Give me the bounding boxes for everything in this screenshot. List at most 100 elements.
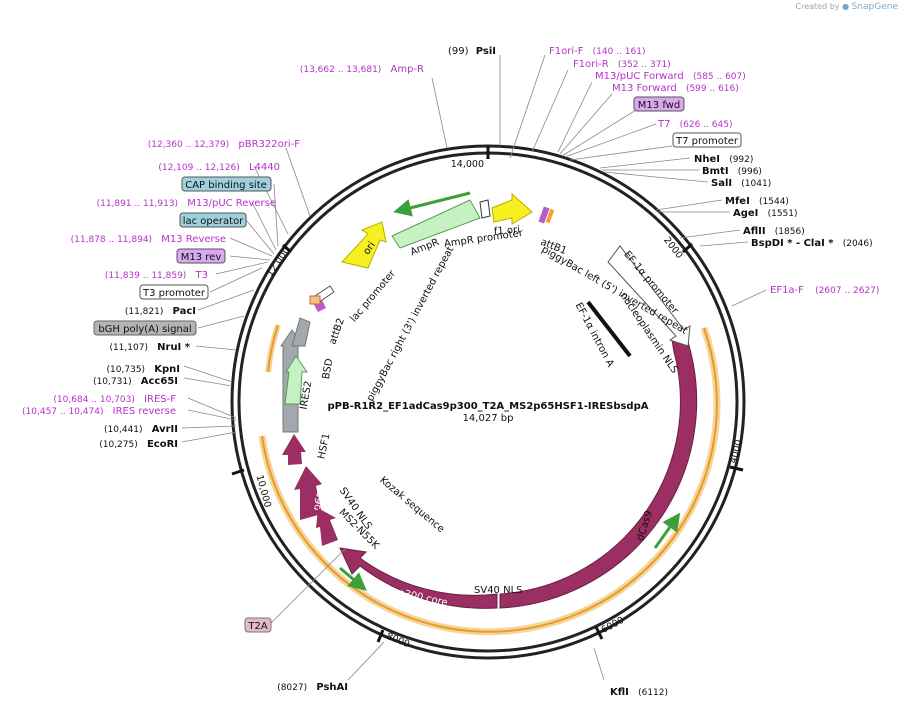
ampr-feature bbox=[391, 199, 481, 249]
primer-f1ori-r: F1ori-R (352 .. 371) bbox=[573, 59, 671, 70]
primer-range: (140 .. 161) bbox=[593, 47, 646, 57]
site-pre: (11,821) bbox=[125, 307, 164, 317]
orange-arc-bgh-line bbox=[267, 324, 279, 373]
primer-name: IRES reverse bbox=[113, 406, 176, 417]
primer-name: EF1a-F bbox=[770, 285, 804, 296]
site-pre: (99) bbox=[448, 46, 469, 57]
box-t3-promoter: T3 promoter bbox=[139, 284, 209, 300]
box-t7-promoter: T7 promoter bbox=[672, 132, 742, 148]
site-post: (1551) bbox=[768, 209, 798, 219]
ires2-label: IRES2 bbox=[299, 380, 315, 410]
bsd-label: BSD bbox=[321, 358, 335, 381]
plasmid-name: pPB-R1R2_EF1adCas9p300_T2A_MS2p65HSF1-IR… bbox=[328, 401, 649, 412]
box-m13-fwd: M13 fwd bbox=[633, 96, 685, 112]
piggybac-left-feature bbox=[545, 208, 555, 224]
orange-arc-right-line bbox=[429, 327, 718, 633]
box-m13-rev: M13 rev bbox=[176, 248, 226, 264]
primer-range: (11,878 .. 11,894) bbox=[71, 235, 152, 245]
watermark-prefix: Created by bbox=[795, 2, 840, 11]
primer-range: (2607 .. 2627) bbox=[815, 286, 879, 296]
primer-range: (10,457 .. 10,474) bbox=[22, 407, 103, 417]
primer-range: (13,662 .. 13,681) bbox=[300, 65, 381, 75]
site-ecori: (10,275) EcoRI bbox=[99, 439, 178, 450]
snapgene-watermark: Created by ● SnapGene bbox=[796, 2, 899, 12]
plasmid-length: 14,027 bp bbox=[463, 413, 514, 424]
ef1a-promoter-feature bbox=[607, 245, 691, 347]
primer-m13puc-reverse: (11,891 .. 11,913) M13/pUC Reverse bbox=[97, 198, 276, 209]
tick-label: 14,000 bbox=[451, 159, 484, 170]
primer-name: pBR322ori-F bbox=[238, 139, 300, 150]
primer-amp-r: (13,662 .. 13,681) Amp-R bbox=[300, 64, 424, 75]
site-paci: (11,821) PacI bbox=[125, 306, 196, 317]
direction-arrow-top bbox=[393, 191, 471, 217]
bsd-feature bbox=[284, 355, 308, 405]
primer-name: L4440 bbox=[249, 162, 280, 173]
bgh-small-feature bbox=[309, 295, 321, 305]
box-label: T2A bbox=[247, 621, 267, 632]
sv40-nls-label-1: SV40 NLS bbox=[474, 585, 523, 596]
primer-range: (585 .. 607) bbox=[693, 72, 746, 82]
box-label: T7 promoter bbox=[675, 136, 739, 147]
box-t2a: T2A bbox=[244, 617, 272, 633]
primer-m13-forward: M13 Forward (599 .. 616) bbox=[612, 83, 739, 94]
site-avrii: (10,441) AvrII bbox=[104, 424, 178, 435]
primer-name: F1ori-F bbox=[549, 46, 584, 57]
site-mfei: MfeI (1544) bbox=[725, 196, 789, 207]
primer-pbr322ori-f: (12,360 .. 12,379) pBR322ori-F bbox=[148, 139, 301, 150]
site-agei: AgeI (1551) bbox=[733, 208, 798, 219]
site-bmti: BmtI (996) bbox=[702, 166, 762, 177]
tick-label: 12,000 bbox=[264, 245, 292, 279]
box-cap-binding-site: CAP binding site bbox=[181, 176, 272, 192]
site-post: (1856) bbox=[775, 227, 805, 237]
primer-name: IRES-F bbox=[144, 394, 176, 405]
piggybac-right-label: piggyBac right (3') inverted repeat bbox=[365, 245, 456, 404]
site-pre: (10,275) bbox=[99, 440, 138, 450]
bsd-gray-feature bbox=[291, 317, 311, 347]
box-label: T3 promoter bbox=[142, 288, 206, 299]
hsf1-label: HSF1 bbox=[316, 432, 332, 460]
site-name: AvrII bbox=[152, 424, 178, 435]
box-label: M13 fwd bbox=[638, 100, 680, 111]
site-name: NruI * bbox=[157, 342, 191, 353]
p65-feature bbox=[294, 466, 322, 520]
primer-range: (352 .. 371) bbox=[618, 60, 671, 70]
box-label: M13 rev bbox=[181, 252, 222, 263]
primer-m13puc-forward: M13/pUC Forward (585 .. 607) bbox=[595, 71, 746, 82]
site-post: (1544) bbox=[759, 197, 789, 207]
site-bspdi-clai: BspDI * - ClaI * (2046) bbox=[751, 238, 873, 249]
f1-ori-feature bbox=[491, 192, 533, 225]
orange-arc-left-line bbox=[261, 435, 431, 625]
tick-label: 2000 bbox=[661, 235, 685, 261]
site-post: (992) bbox=[729, 155, 753, 165]
site-name: SalI bbox=[711, 178, 732, 189]
site-name: KflI bbox=[610, 687, 629, 698]
box-label: CAP binding site bbox=[185, 180, 267, 191]
primer-range: (12,360 .. 12,379) bbox=[148, 140, 229, 150]
site-post: (1041) bbox=[741, 179, 771, 189]
p300-feature bbox=[339, 547, 498, 609]
site-name: PacI bbox=[173, 306, 196, 317]
box-label: bGH poly(A) signal bbox=[98, 324, 191, 335]
tick-label: 4000 bbox=[728, 439, 745, 465]
hsf1-feature bbox=[282, 434, 306, 465]
kozak-label: Kozak sequence bbox=[377, 475, 446, 535]
site-pshai: (8027) PshAI bbox=[277, 682, 348, 693]
site-aflii: AflII (1856) bbox=[743, 226, 805, 237]
tick-14000: 14,000 bbox=[451, 147, 490, 170]
leader-lines bbox=[181, 54, 767, 681]
f1-ori-label: f1 ori bbox=[494, 225, 521, 238]
primer-range: (626 .. 645) bbox=[680, 120, 733, 130]
primer-range: (11,891 .. 11,913) bbox=[97, 199, 178, 209]
ms2-feature bbox=[316, 508, 338, 546]
site-name: KpnI bbox=[154, 364, 180, 375]
box-bgh-polya: bGH poly(A) signal bbox=[93, 320, 197, 336]
primer-name: M13 Reverse bbox=[161, 234, 226, 245]
primer-ires-f: (10,684 .. 10,703) IRES-F bbox=[53, 394, 176, 405]
site-pre: (8027) bbox=[277, 683, 307, 693]
primer-range: (12,109 .. 12,126) bbox=[158, 163, 239, 173]
attb2-label: attB2 bbox=[327, 317, 347, 346]
site-pre: (10,731) bbox=[93, 377, 132, 387]
snapgene-logo-icon: ● bbox=[842, 2, 850, 11]
site-name: BmtI bbox=[702, 166, 729, 177]
primer-name: T7 bbox=[657, 119, 670, 130]
